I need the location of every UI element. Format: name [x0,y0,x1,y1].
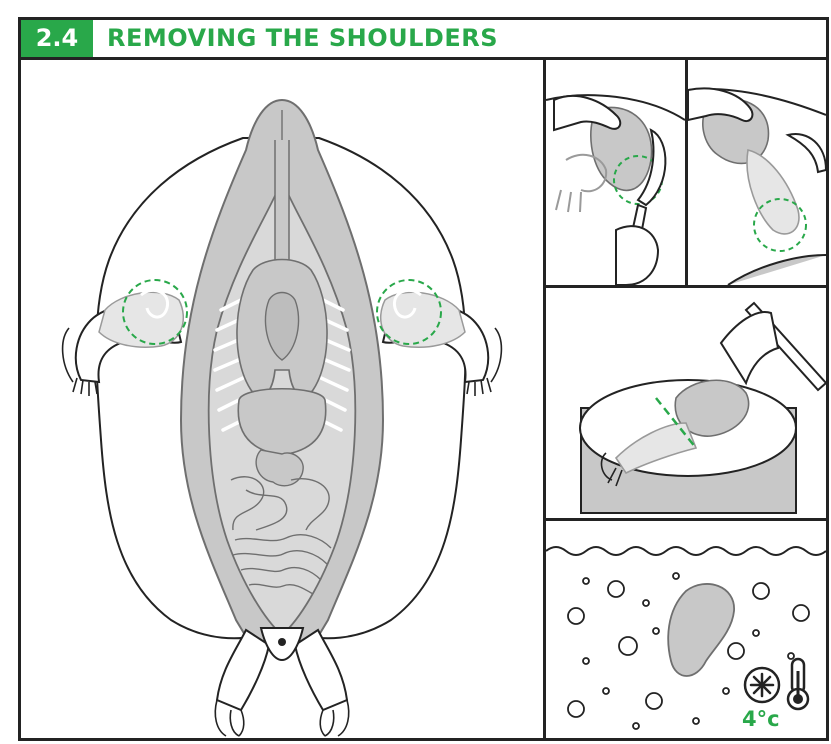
carcass-illustration [21,60,543,738]
lift-shoulder-panel [685,57,829,288]
snowflake-icon [745,668,779,702]
anus-marker [278,638,286,646]
lift-shoulder-illustration [688,60,826,285]
ground-curve [728,255,826,285]
hand-icon [554,96,620,130]
section-title: REMOVING THE SHOULDERS [107,20,498,57]
gripping-hand [616,226,658,285]
water-surface [546,547,826,555]
left-hind-leg [217,630,269,710]
section-header: 2.4 REMOVING THE SHOULDERS [18,17,829,60]
temperature-label: 4°c [742,707,780,731]
axe-icon [721,312,778,383]
carcass-overview-panel [18,57,546,741]
chill-illustration [546,521,826,738]
knife-cut-illustration [546,60,685,285]
knife-icon [788,134,826,172]
soaking-shoulder [668,584,734,676]
axe-chop-panel [543,285,829,521]
chill-panel: 4°c [543,518,829,741]
right-hind-leg [295,630,347,710]
axe-chop-illustration [546,288,826,518]
trachea [275,140,289,270]
step-number-badge: 2.4 [21,20,93,57]
thermometer-icon [788,659,808,709]
knife-cut-panel [543,57,688,288]
